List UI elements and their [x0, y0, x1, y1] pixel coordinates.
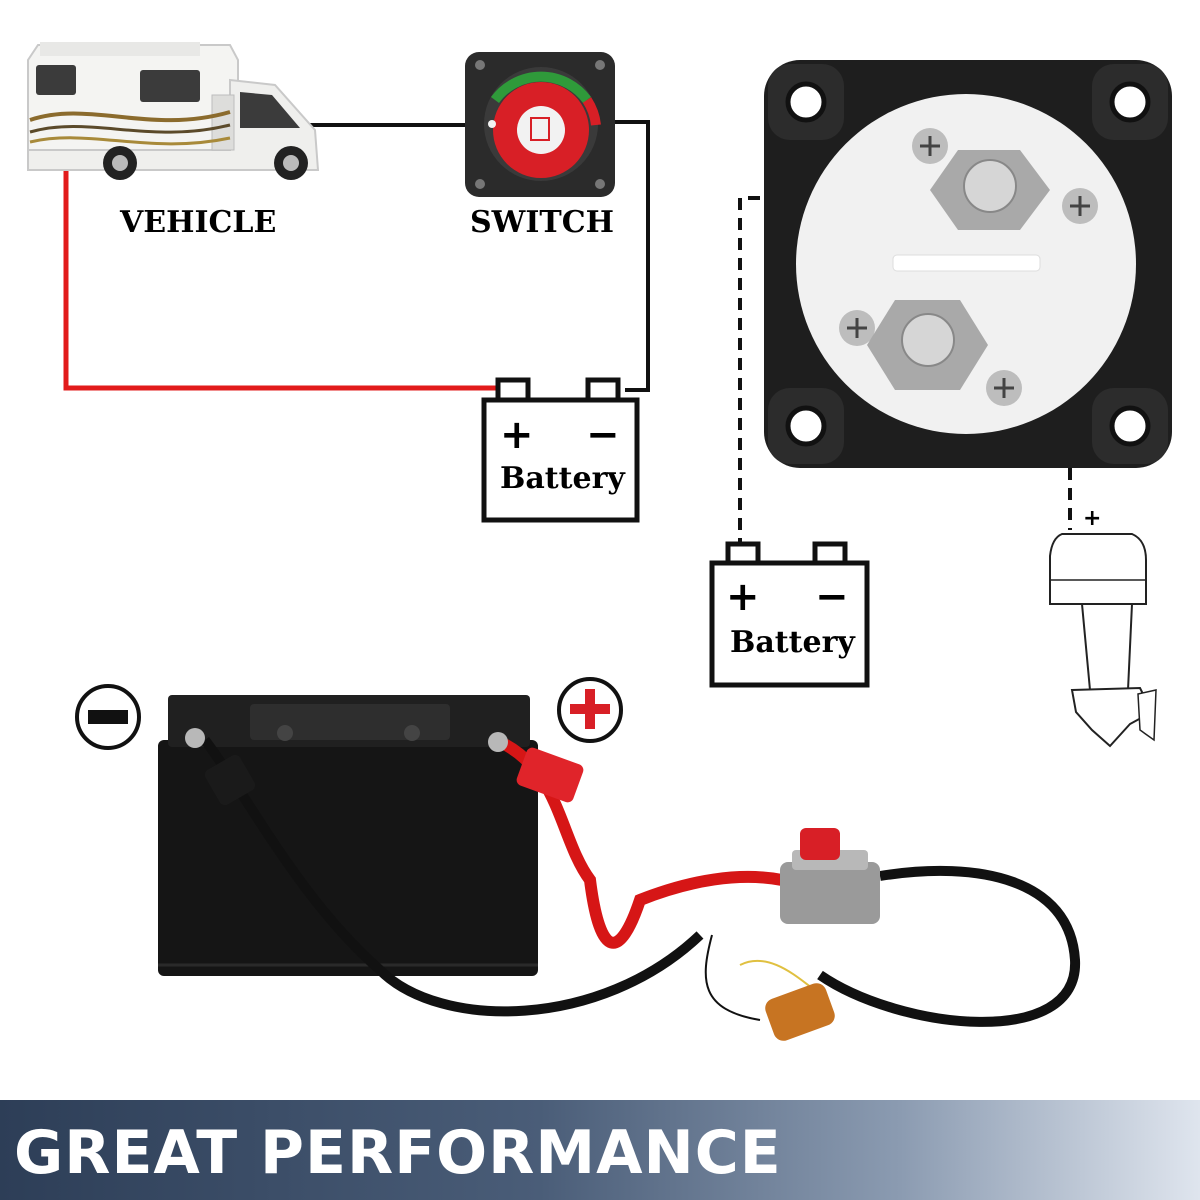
dashed-wires	[738, 196, 1072, 548]
car-battery-icon	[158, 695, 538, 976]
battery-cables	[185, 728, 1081, 1027]
battery-plus-sign: +	[726, 574, 760, 620]
battery-plus-sign: +	[500, 412, 534, 458]
banner-title: GREAT PERFORMANCE	[14, 1118, 782, 1188]
battery-minus-sign: −	[586, 412, 620, 458]
battery-minus-sign: −	[815, 574, 849, 620]
vehicle-label: VEHICLE	[119, 205, 276, 240]
plus-circle-icon	[557, 677, 623, 743]
switch-terminals-icon	[764, 60, 1172, 468]
battery-label: Battery	[730, 625, 856, 660]
rv-vehicle-icon	[27, 42, 320, 180]
inline-switch-icon	[780, 828, 880, 924]
battery-label: Battery	[500, 461, 626, 496]
led-indicator-icon	[704, 934, 835, 1041]
motor-plus-sign: +	[1083, 506, 1101, 531]
minus-circle-icon	[75, 684, 141, 750]
banner	[0, 1100, 1200, 1200]
battery-switch-icon	[465, 52, 615, 197]
battery-icon: + − Battery	[709, 541, 870, 688]
outboard-motor-icon: +	[1049, 506, 1157, 748]
switch-label: SWITCH	[470, 205, 614, 240]
battery-icon: + − Battery	[481, 377, 640, 523]
